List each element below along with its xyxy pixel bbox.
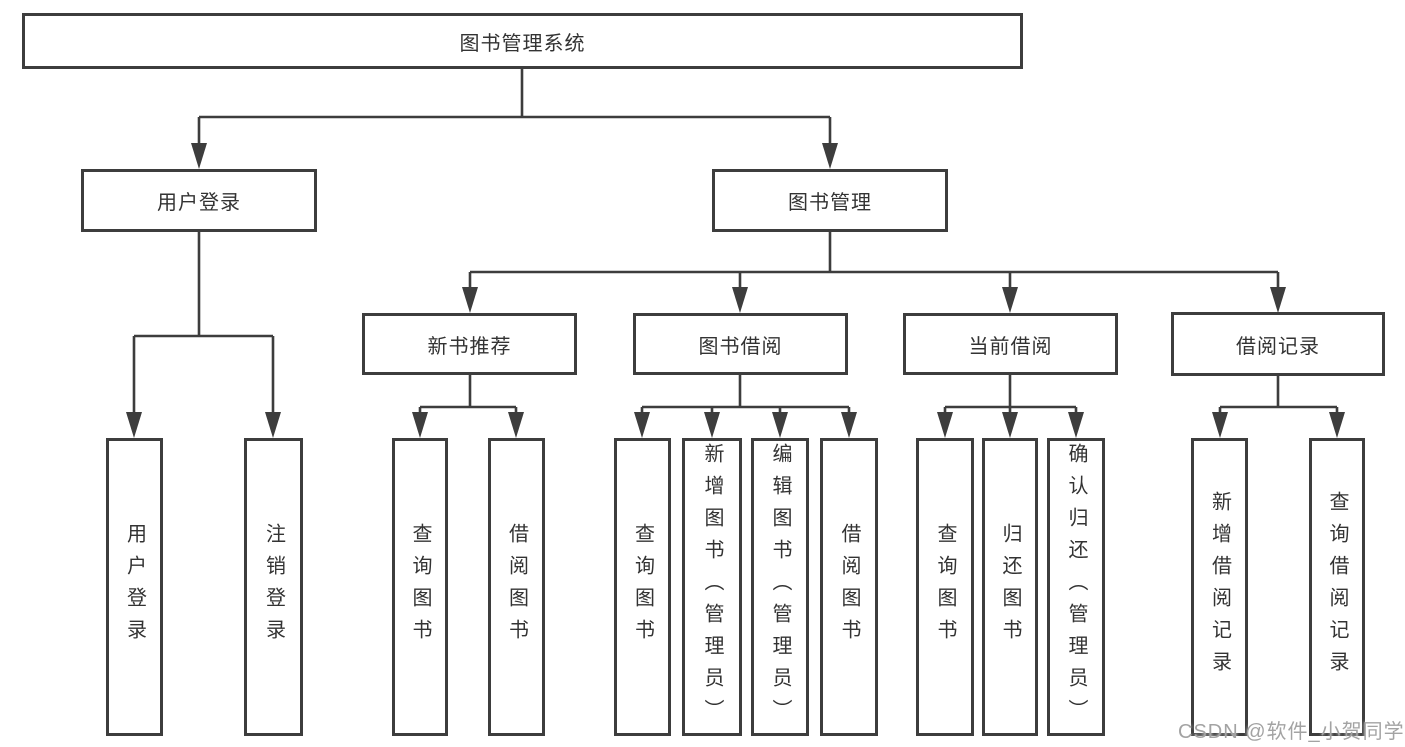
node-label-edit-books-admin: 编辑图书（管理员） [769,443,791,731]
arrowhead [1329,412,1345,438]
arrowhead [634,412,650,438]
arrowhead [1002,287,1018,313]
node-label-query-books-2: 查询图书 [631,523,654,651]
arrowhead [822,143,838,169]
arrowhead [1002,412,1018,438]
node-user-login: 用户登录 [106,438,163,736]
node-label-query-books-1: 查询图书 [409,523,431,651]
node-label-root: 图书管理系统 [459,32,586,55]
node-label-borrow-records: 借阅记录 [1236,335,1320,358]
watermark: CSDN @软件_小贺同学 [1178,721,1405,743]
arrowhead [126,412,142,438]
node-label-query-books-3: 查询图书 [934,523,956,651]
node-logout: 注销登录 [244,438,303,736]
arrowhead [732,287,748,313]
node-label-book-mgmt: 图书管理 [788,192,872,214]
node-label-add-borrow-record: 新增借阅记录 [1208,491,1231,683]
node-add-books-admin: 新增图书（管理员） [682,438,742,736]
node-borrow-books-2: 借阅图书 [820,438,878,736]
node-query-books-1: 查询图书 [392,438,448,736]
arrowhead [841,412,857,438]
node-new-book-rec: 新书推荐 [362,313,577,375]
node-label-borrow-books-1: 借阅图书 [505,523,528,651]
arrowhead [937,412,953,438]
node-confirm-return-admin: 确认归还（管理员） [1047,438,1105,736]
node-query-books-3: 查询图书 [916,438,974,736]
node-label-book-borrow: 图书借阅 [698,335,783,358]
arrowhead [704,412,720,438]
arrowhead [1270,287,1286,313]
node-borrow-books-1: 借阅图书 [488,438,545,736]
node-book-borrow: 图书借阅 [633,313,848,375]
node-borrow-records: 借阅记录 [1171,312,1385,376]
node-edit-books-admin: 编辑图书（管理员） [751,438,809,736]
node-user-login-group: 用户登录 [81,169,317,232]
node-root: 图书管理系统 [22,13,1023,69]
node-label-borrow-books-2: 借阅图书 [838,523,860,651]
node-book-mgmt: 图书管理 [712,169,948,232]
node-query-borrow-record: 查询借阅记录 [1309,438,1365,736]
node-query-books-2: 查询图书 [614,438,671,736]
arrowhead [412,412,428,438]
node-return-books: 归还图书 [982,438,1038,736]
arrowhead [265,412,281,438]
node-label-user-login-group: 用户登录 [157,192,241,214]
node-add-borrow-record: 新增借阅记录 [1191,438,1248,736]
node-label-return-books: 归还图书 [999,523,1021,651]
arrowhead [191,143,207,169]
node-label-current-borrow: 当前借阅 [968,335,1053,358]
node-label-confirm-return-admin: 确认归还（管理员） [1065,443,1087,731]
node-label-user-login: 用户登录 [123,523,146,651]
node-label-logout: 注销登录 [262,523,285,651]
arrowhead [508,412,524,438]
node-current-borrow: 当前借阅 [903,313,1118,375]
node-label-new-book-rec: 新书推荐 [427,335,512,358]
node-label-add-books-admin: 新增图书（管理员） [701,443,723,731]
arrowhead [1212,412,1228,438]
node-label-query-borrow-record: 查询借阅记录 [1326,491,1348,683]
arrowhead [772,412,788,438]
arrowhead [462,287,478,313]
arrowhead [1068,412,1084,438]
